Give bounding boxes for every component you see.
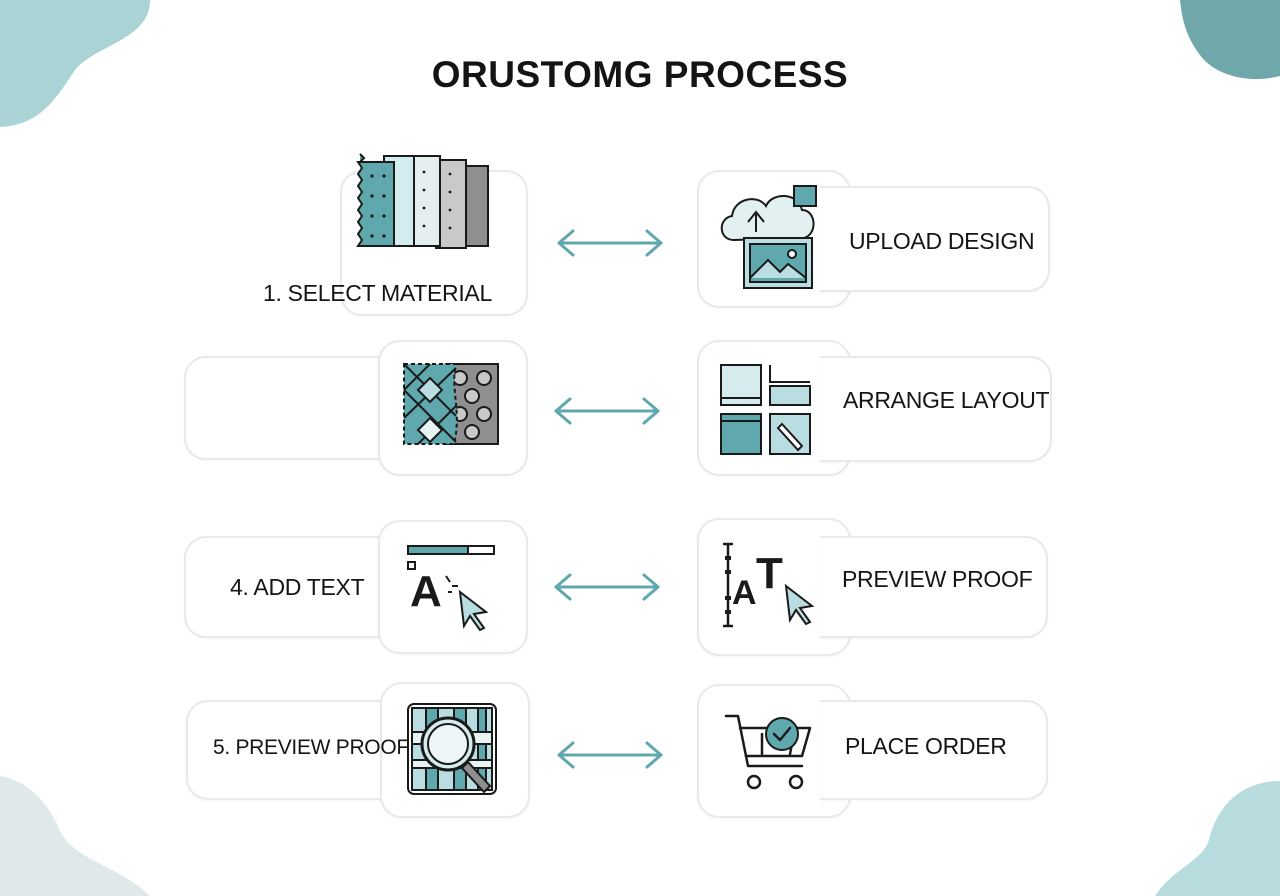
step-label-upload-design: UPLOAD DESIGN [849, 228, 1035, 254]
card-arrange-layout-label[interactable] [820, 356, 1052, 462]
corner-blob-top-left [0, 0, 150, 127]
layout-grid-icon [720, 364, 811, 455]
svg-text:T: T [756, 549, 783, 598]
card-place-order-label[interactable] [820, 700, 1048, 800]
text-tool-icon: A T [723, 542, 815, 628]
fabric-swatches-icon [356, 153, 489, 249]
double-arrow-icon [554, 397, 660, 425]
step-label-arrange-layout: ARRANGE LAYOUT [843, 387, 1050, 413]
card-preview-proof-right-label[interactable] [820, 536, 1048, 638]
step-label-place-order: PLACE ORDER [845, 733, 1007, 759]
step-label-preview-proof-left: 5. PREVIEW PROOF [213, 736, 409, 759]
svg-text:A: A [732, 574, 757, 612]
corner-blob-top-right [1180, 0, 1280, 80]
card-empty-left[interactable] [184, 356, 408, 460]
corner-blob-bottom-right [1155, 781, 1280, 896]
double-arrow-icon [554, 573, 660, 601]
page-title: ORUSTOMG PROCESS [431, 54, 849, 95]
step-label-add-text: 4. ADD TEXT [230, 574, 365, 600]
card-upload-design-label[interactable] [820, 186, 1050, 292]
step-label-preview-proof-right: PREVIEW PROOF [842, 566, 1033, 592]
magnifier-preview-icon [407, 703, 497, 795]
double-arrow-icon [557, 741, 663, 769]
corner-blob-bottom-left [0, 776, 150, 896]
double-arrow-icon [557, 229, 663, 257]
card-preview-proof-left[interactable] [186, 700, 410, 800]
shopping-cart-check-icon [724, 714, 812, 790]
svg-text:A: A [410, 567, 442, 616]
card-add-text[interactable] [184, 536, 408, 638]
cloud-upload-image-icon [720, 185, 817, 289]
pattern-swatch-icon [403, 363, 499, 445]
step-label-select-material: 1. SELECT MATERIAL [263, 280, 492, 306]
text-cursor-icon: A [407, 545, 495, 632]
